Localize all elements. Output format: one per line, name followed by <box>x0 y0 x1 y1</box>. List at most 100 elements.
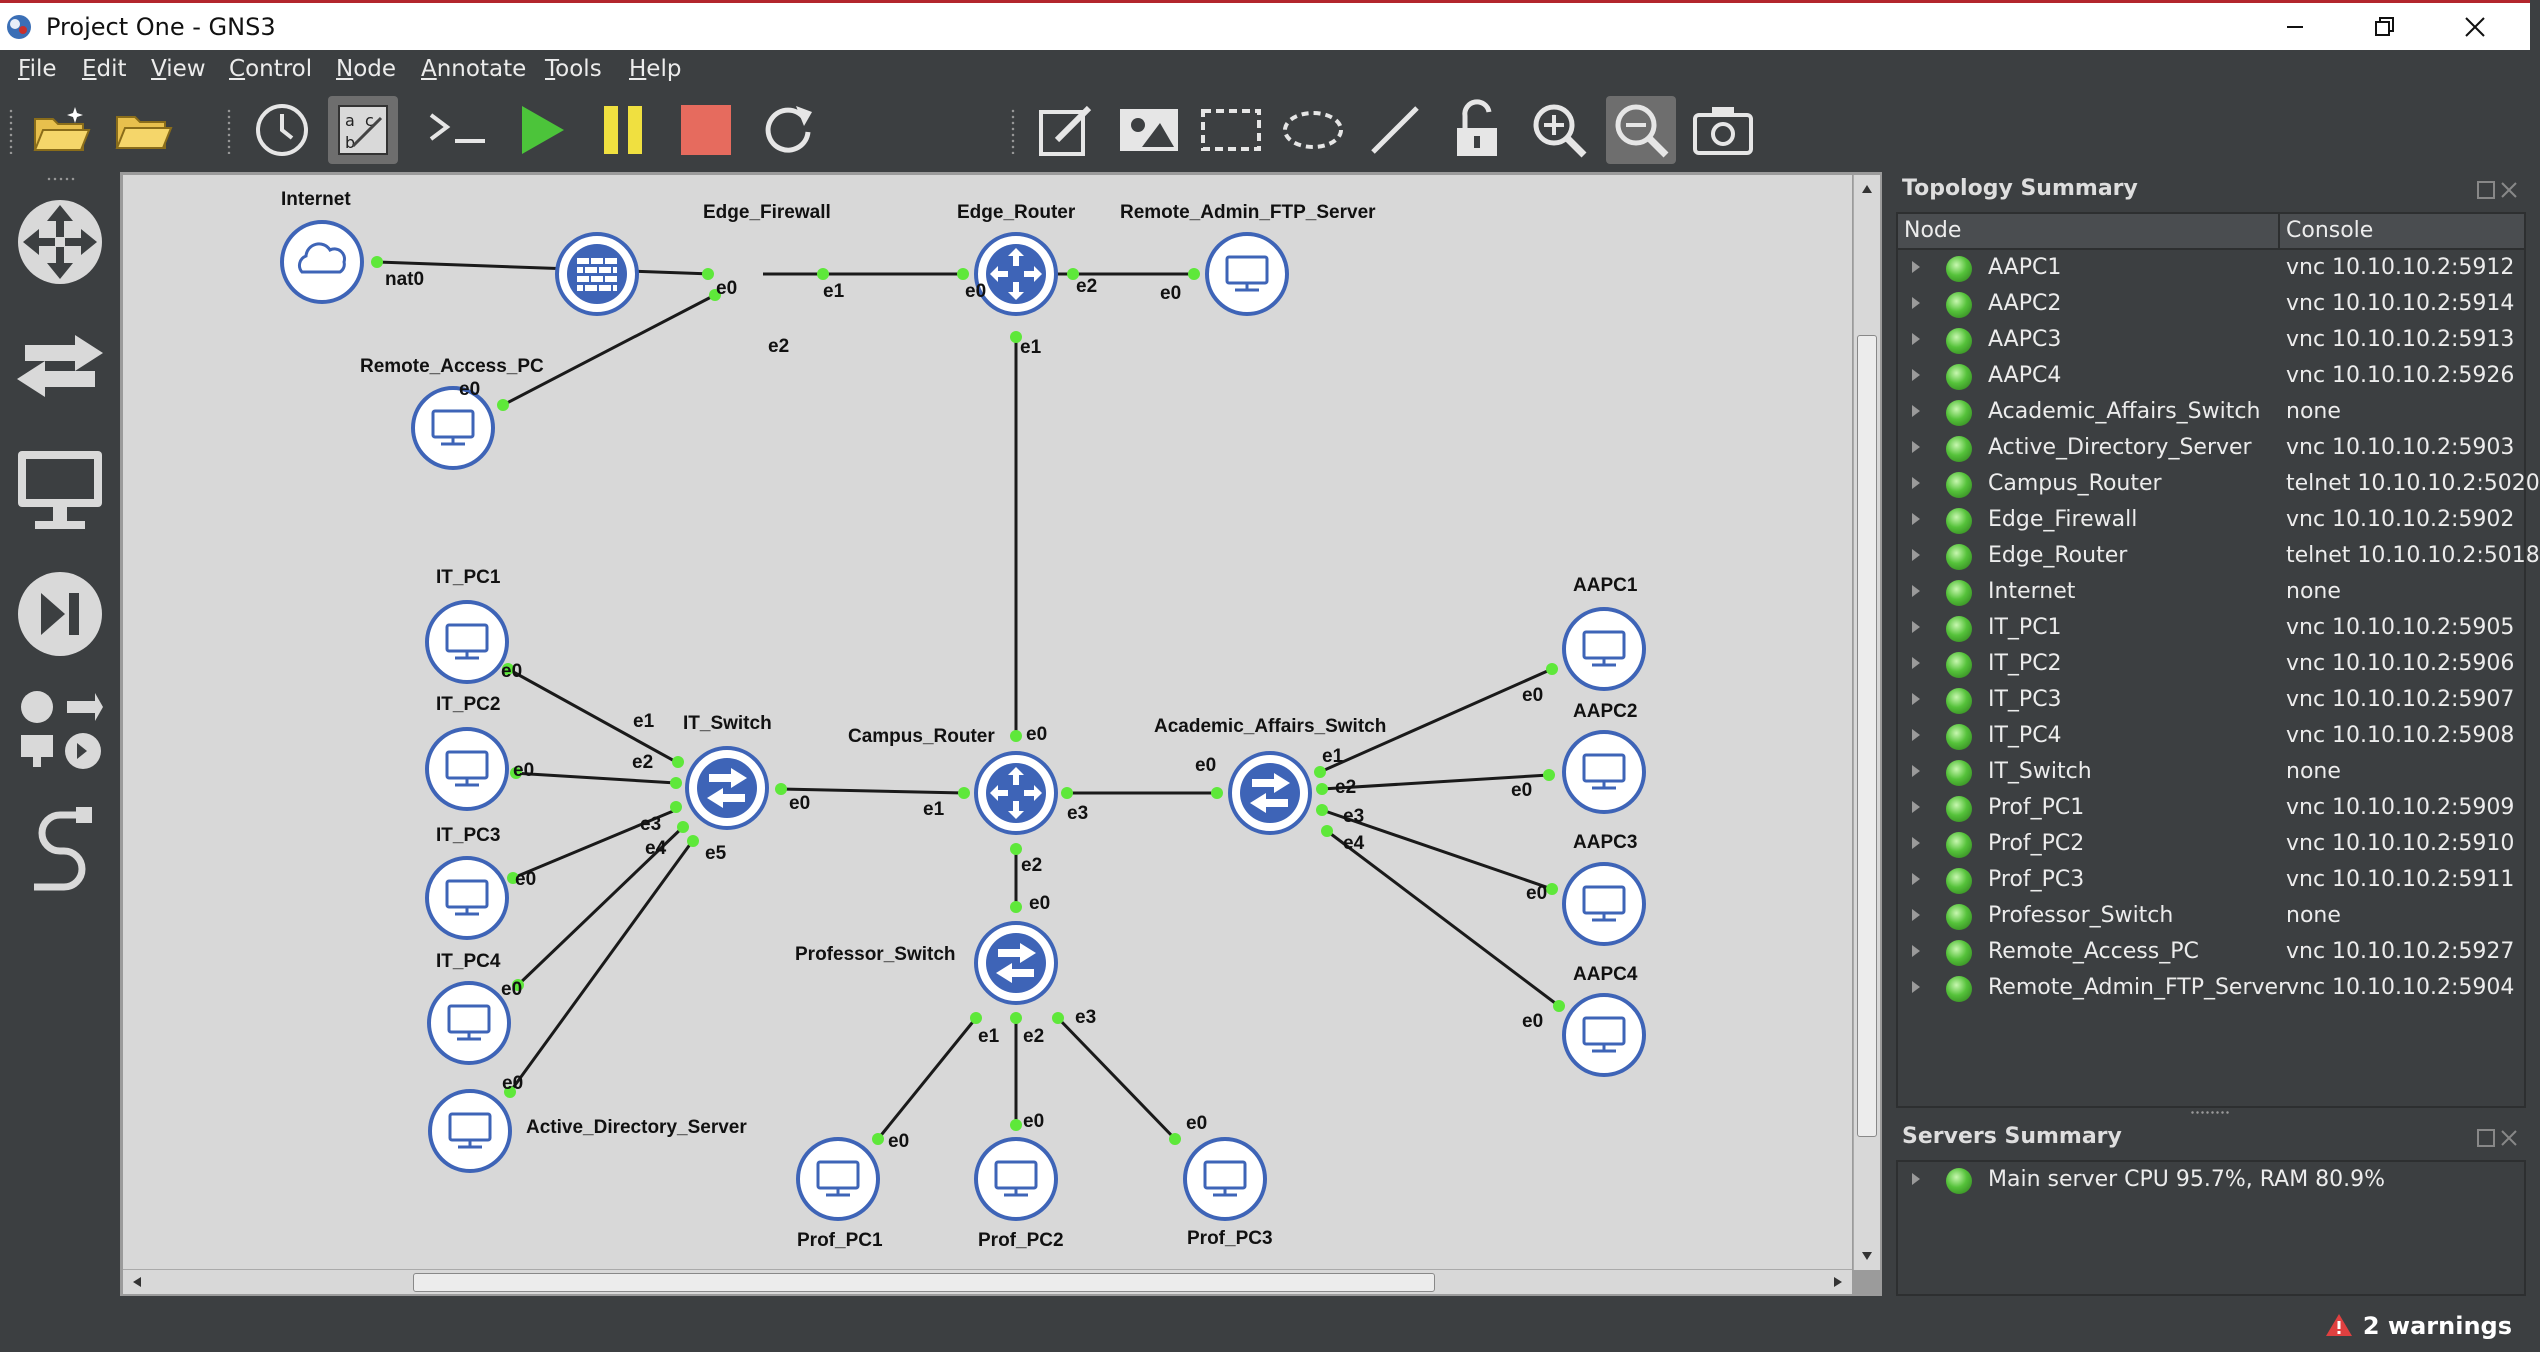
add-note-button[interactable] <box>1031 96 1101 164</box>
label-it-switch[interactable]: IT_Switch <box>683 713 772 734</box>
node-it-pc4[interactable] <box>427 981 511 1065</box>
vertical-scroll-thumb[interactable] <box>1857 335 1877 1137</box>
node-remote-admin-ftp-server[interactable] <box>1205 232 1289 316</box>
node-it-pc2[interactable] <box>425 727 509 811</box>
node-academic-affairs-switch[interactable] <box>1228 751 1312 835</box>
draw-line-button[interactable] <box>1360 96 1430 164</box>
restore-button[interactable] <box>2340 3 2430 50</box>
label-it-pc3[interactable]: IT_PC3 <box>436 825 501 846</box>
expand-arrow-icon[interactable] <box>1912 405 1920 417</box>
toolbar-grip[interactable] <box>46 176 76 182</box>
expand-arrow-icon[interactable] <box>1912 837 1920 849</box>
screenshot-button[interactable] <box>1688 96 1758 164</box>
expand-arrow-icon[interactable] <box>1912 585 1920 597</box>
expand-arrow-icon[interactable] <box>1912 693 1920 705</box>
link-aaswitch-aapc4[interactable] <box>1326 829 1560 1008</box>
toolbar-grip[interactable] <box>8 108 14 154</box>
expand-arrow-icon[interactable] <box>1912 873 1920 885</box>
link-internet-firewall[interactable] <box>376 260 713 276</box>
label-aapc4[interactable]: AAPC4 <box>1573 964 1638 985</box>
label-aapc2[interactable]: AAPC2 <box>1573 701 1638 722</box>
expand-arrow-icon[interactable] <box>1912 729 1920 741</box>
node-campus-router[interactable] <box>974 751 1058 835</box>
node-edge-firewall[interactable] <box>555 232 639 316</box>
label-campus-router[interactable]: Campus_Router <box>848 726 995 747</box>
link-aaswitch-aapc1[interactable] <box>1319 667 1553 774</box>
node-aapc3[interactable] <box>1562 862 1646 946</box>
node-internet[interactable] <box>280 220 364 304</box>
menu-annotate[interactable]: Annotate <box>421 56 527 82</box>
menu-control[interactable]: Control <box>229 56 313 82</box>
stop-all-button[interactable] <box>671 96 741 164</box>
close-button[interactable] <box>2430 3 2520 50</box>
node-active-directory-server[interactable] <box>428 1089 512 1173</box>
canvas-horizontal-scrollbar[interactable] <box>123 1269 1852 1294</box>
add-link-button[interactable] <box>10 800 110 900</box>
open-project-button[interactable] <box>108 96 178 164</box>
label-prof-pc1[interactable]: Prof_PC1 <box>797 1230 883 1251</box>
expand-arrow-icon[interactable] <box>1912 1173 1920 1185</box>
link-itpc2-itswitch[interactable] <box>512 771 677 785</box>
zoom-in-button[interactable] <box>1524 96 1594 164</box>
expand-arrow-icon[interactable] <box>1912 297 1920 309</box>
label-aapc3[interactable]: AAPC3 <box>1573 832 1638 853</box>
node-aapc1[interactable] <box>1562 607 1646 691</box>
link-itswitch-campus[interactable] <box>780 787 965 795</box>
link-rapc-firewall[interactable] <box>502 293 716 407</box>
label-it-pc1[interactable]: IT_PC1 <box>436 567 501 588</box>
server-row[interactable]: Main server CPU 95.7%, RAM 80.9% <box>1898 1162 2524 1198</box>
toolbar-grip[interactable] <box>1010 108 1016 154</box>
lock-button[interactable] <box>1442 96 1512 164</box>
label-edge-router[interactable]: Edge_Router <box>957 202 1076 223</box>
expand-arrow-icon[interactable] <box>1912 477 1920 489</box>
expand-arrow-icon[interactable] <box>1912 657 1920 669</box>
servers-tree[interactable]: Main server CPU 95.7%, RAM 80.9% <box>1896 1160 2526 1296</box>
label-internet[interactable]: Internet <box>281 189 351 210</box>
browse-security-devices-button[interactable] <box>10 564 110 664</box>
link-itpc4-itswitch[interactable] <box>516 825 685 987</box>
label-remote-admin-ftp-server[interactable]: Remote_Admin_FTP_Server <box>1120 202 1376 223</box>
dock-float-close-icon[interactable] <box>2476 1128 2520 1148</box>
topology-canvas[interactable]: Internet Edge_Firewall Edge_Router Remot… <box>123 175 1852 1270</box>
label-aapc1[interactable]: AAPC1 <box>1573 575 1638 596</box>
draw-ellipse-button[interactable] <box>1278 96 1348 164</box>
expand-arrow-icon[interactable] <box>1912 621 1920 633</box>
canvas-vertical-scrollbar[interactable] <box>1853 175 1880 1270</box>
expand-arrow-icon[interactable] <box>1912 801 1920 813</box>
expand-arrow-icon[interactable] <box>1912 909 1920 921</box>
label-remote-access-pc[interactable]: Remote_Access_PC <box>360 356 544 377</box>
browse-routers-button[interactable] <box>10 192 110 292</box>
draw-rectangle-button[interactable] <box>1196 96 1266 164</box>
label-edge-firewall[interactable]: Edge_Firewall <box>703 202 831 223</box>
suspend-all-button[interactable] <box>589 96 659 164</box>
column-console[interactable]: Console <box>2286 218 2374 243</box>
link-aaswitch-aapc2[interactable] <box>1321 773 1550 791</box>
node-aapc2[interactable] <box>1562 730 1646 814</box>
browse-switches-button[interactable] <box>10 316 110 416</box>
label-prof-pc2[interactable]: Prof_PC2 <box>978 1230 1064 1251</box>
link-profswitch-prof1[interactable] <box>876 1017 978 1140</box>
expand-arrow-icon[interactable] <box>1912 549 1920 561</box>
label-it-pc4[interactable]: IT_PC4 <box>436 951 501 972</box>
column-node[interactable]: Node <box>1904 218 1962 243</box>
expand-arrow-icon[interactable] <box>1912 513 1920 525</box>
node-edge-router[interactable] <box>974 232 1058 316</box>
node-it-pc1[interactable] <box>425 600 509 684</box>
node-it-pc3[interactable] <box>425 856 509 940</box>
